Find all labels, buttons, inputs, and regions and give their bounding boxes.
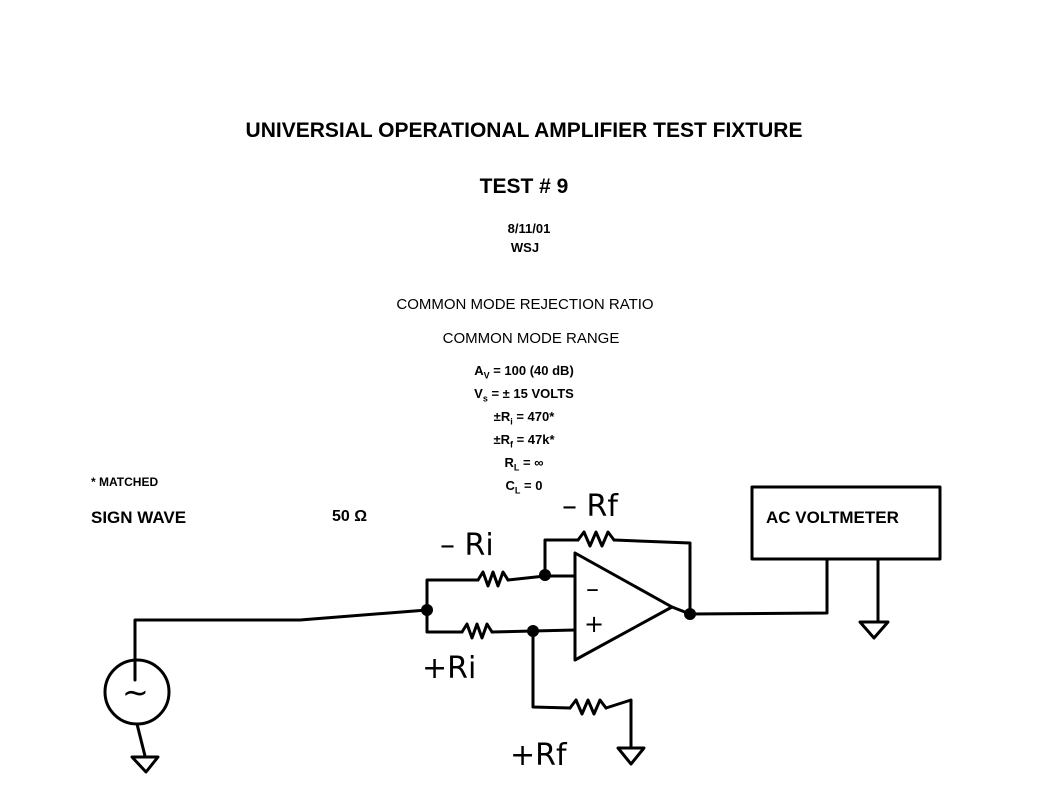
meter-label: AC VOLTMETER (766, 508, 899, 527)
plus-ri-resistor (460, 622, 494, 640)
noninverting-input-sign: + (584, 610, 604, 638)
matched-note: * MATCHED (91, 475, 159, 489)
ri-minus-left-wire (425, 578, 480, 612)
page-title: UNIVERSIAL OPERATIONAL AMPLIFIER TEST FI… (245, 119, 803, 142)
source-ground-icon (130, 755, 160, 774)
test-cmrr: COMMON MODE REJECTION RATIO (396, 296, 654, 313)
source-label: SIGN WAVE (91, 508, 187, 527)
test-date: 8/11/01 (507, 221, 551, 236)
input-split-node (421, 604, 433, 616)
meter-input-wire (688, 557, 829, 616)
feedback-left-wire (543, 538, 580, 577)
minus-ri-resistor (476, 570, 510, 588)
author-initials: WSJ (510, 240, 540, 255)
sine-wave-icon: ~ (122, 673, 149, 711)
test-cm-range: COMMON MODE RANGE (442, 330, 620, 347)
plus-rf-left-wire (531, 629, 572, 710)
plus-rf-right-wire (604, 698, 633, 750)
plus-rf-label: +Rf (510, 738, 568, 773)
meter-ground-icon (858, 620, 890, 640)
sine-source: ~ (103, 658, 171, 726)
ac-voltmeter: AC VOLTMETER (750, 485, 942, 561)
plus-ri-label: +Ri (422, 651, 476, 686)
inverting-input-sign: – (586, 574, 599, 604)
ri-plus-left-wire (425, 608, 464, 634)
minus-rf-label: – Rf (562, 489, 619, 524)
spec-gain: AV = 100 (40 dB) (474, 363, 574, 381)
spec-ri: ±Ri = 470* (493, 409, 555, 427)
spec-rl: RL = ∞ (504, 455, 544, 473)
opamp-triangle (573, 551, 674, 662)
minus-rf-resistor (576, 530, 616, 548)
source-impedance: 50 Ω (332, 508, 368, 525)
spec-supply: Vs = ± 15 VOLTS (474, 386, 574, 404)
test-number: TEST # 9 (479, 175, 569, 198)
spec-rf: ±Rf = 47k* (493, 432, 555, 450)
plus-rf-ground-icon (616, 746, 646, 766)
minus-ri-label: – Ri (440, 528, 494, 563)
source-ground-wire (135, 722, 147, 758)
source-input-wire (133, 608, 429, 682)
feedback-right-wire (612, 538, 692, 616)
spec-list: AV = 100 (40 dB) Vs = ± 15 VOLTS ±Ri = 4… (474, 362, 574, 501)
spec-cl: CL = 0 (505, 478, 543, 497)
plus-rf-resistor (568, 698, 608, 716)
inverting-node (539, 569, 551, 581)
